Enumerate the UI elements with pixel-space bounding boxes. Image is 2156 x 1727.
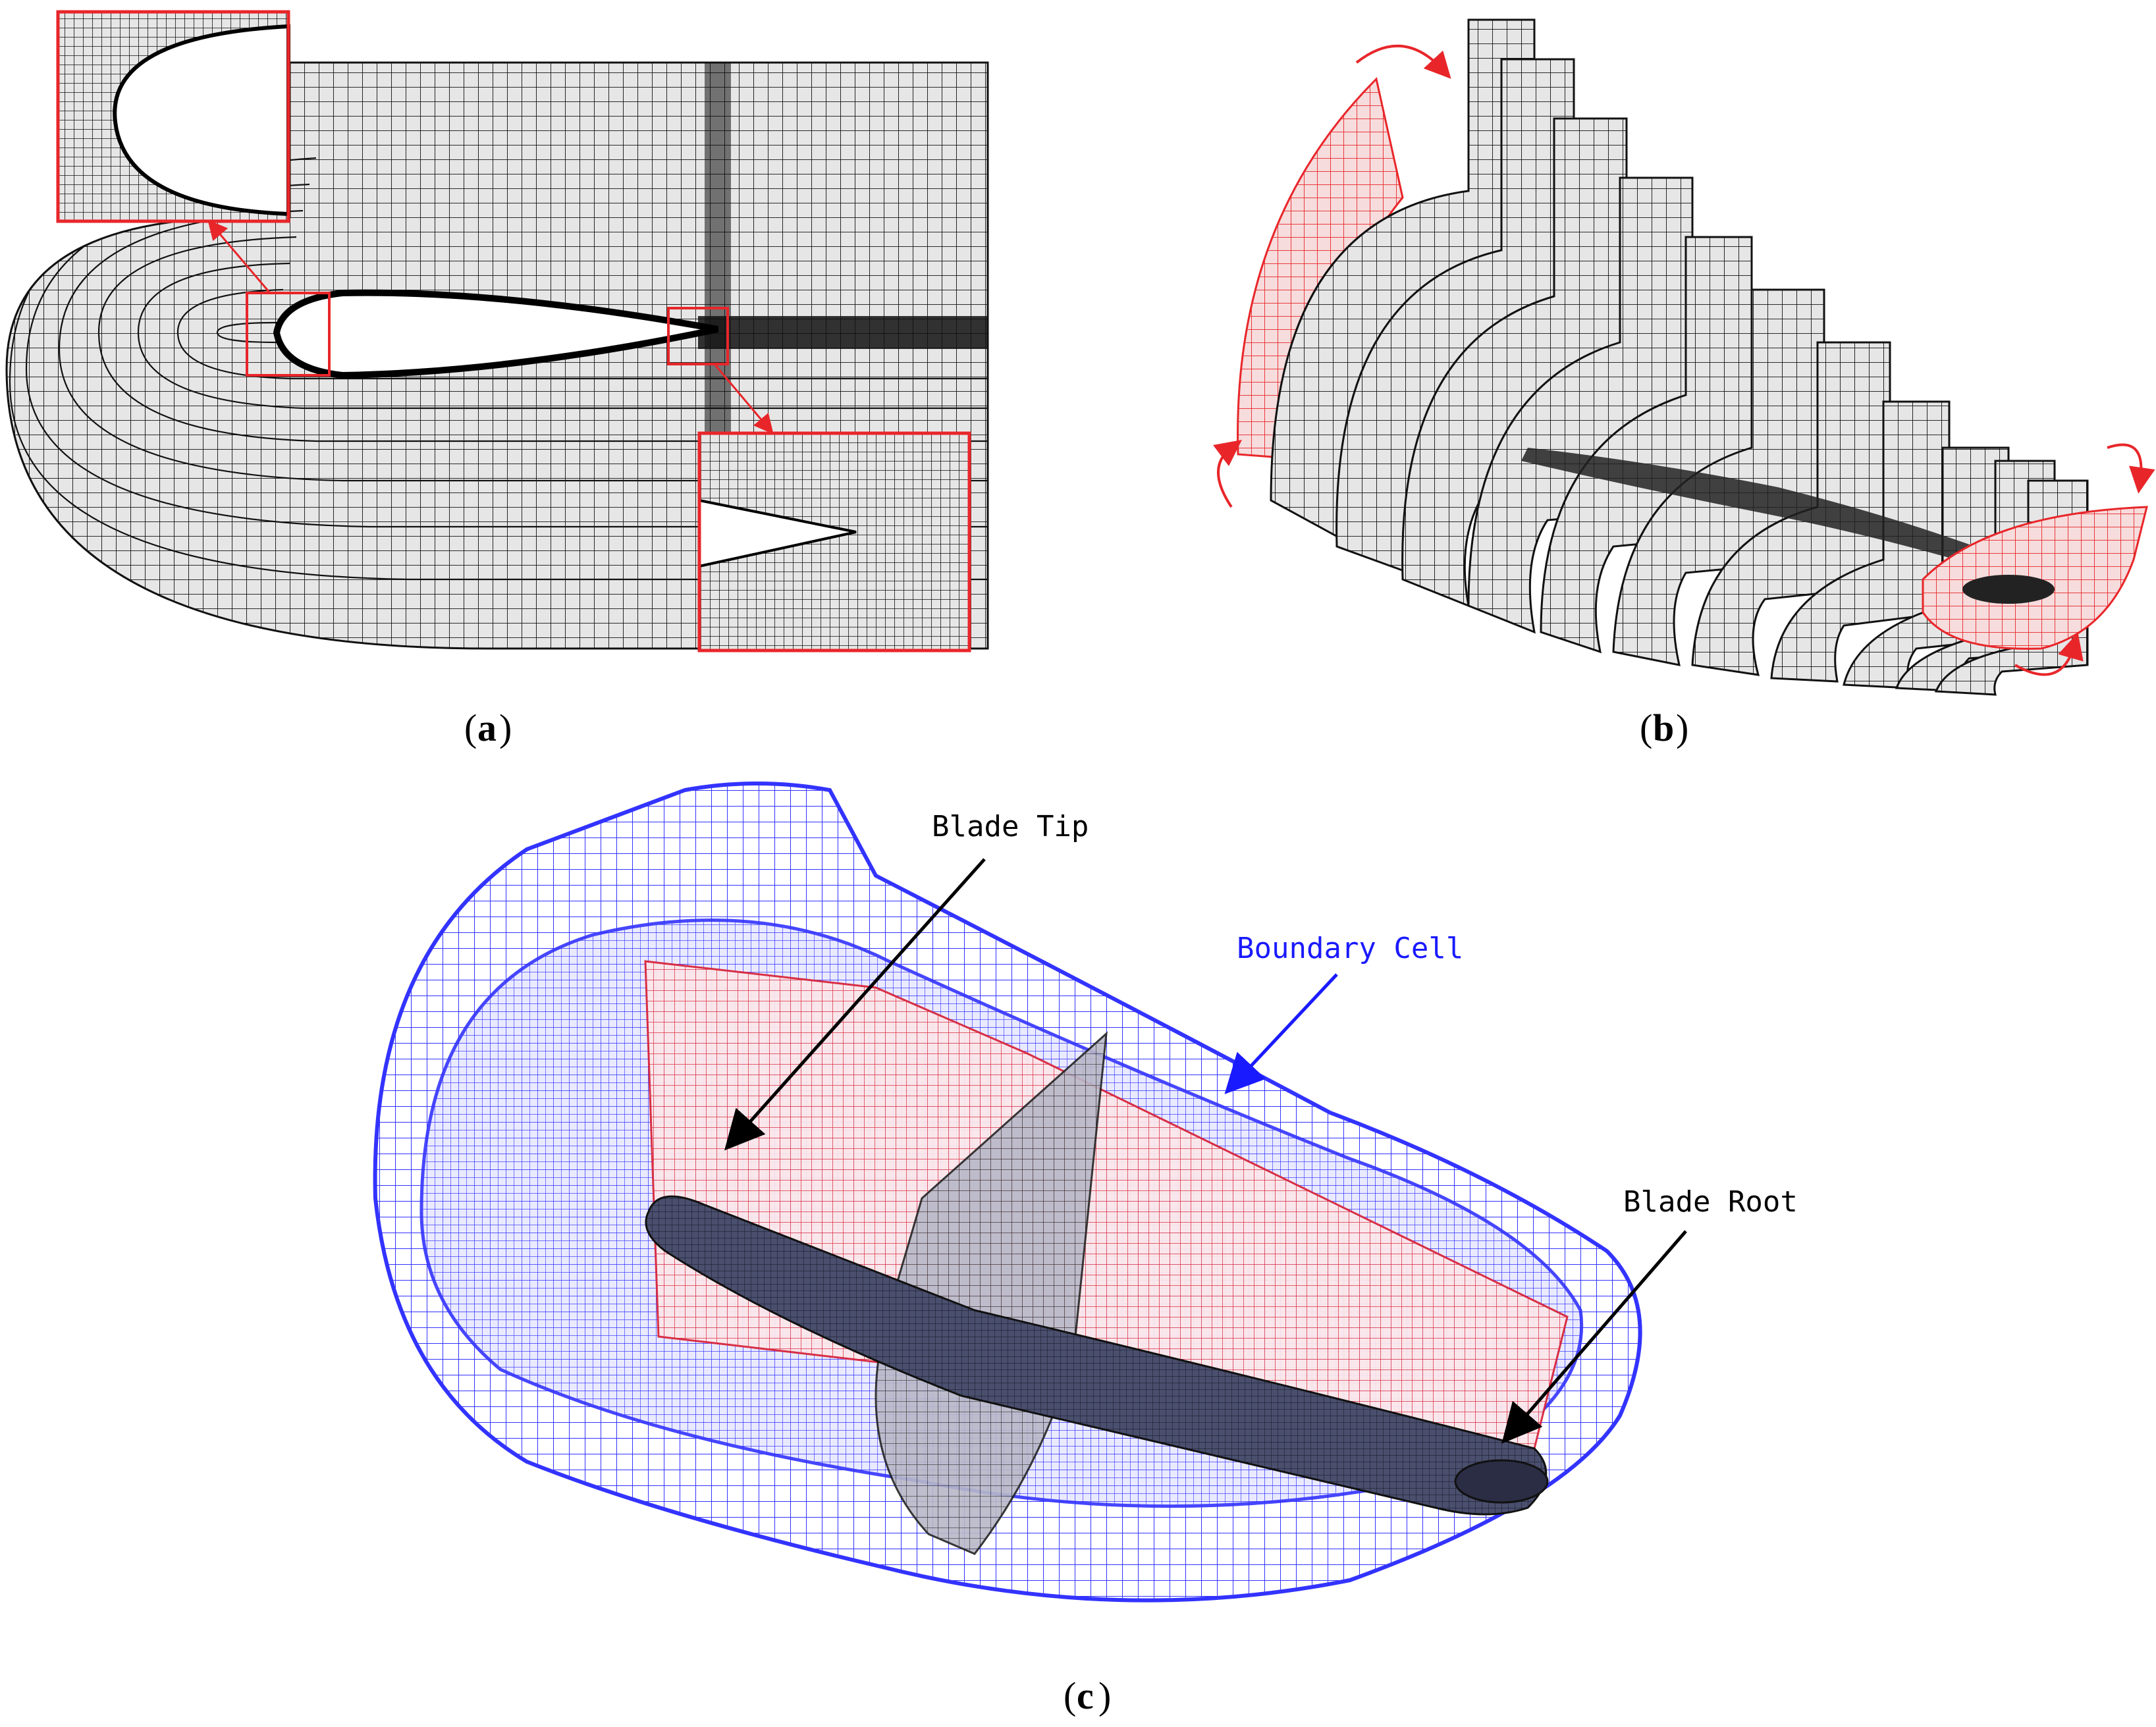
leading-edge-inset: [56, 10, 290, 223]
wake-band: [698, 316, 988, 349]
tip-airfoil: [1962, 575, 2055, 604]
svg-text:): ): [1676, 706, 1688, 749]
caption-a-letter: a: [477, 706, 497, 749]
svg-text:): ): [499, 706, 512, 749]
svg-text:): ): [1098, 1674, 1111, 1717]
cut-plane: [875, 1031, 1108, 1555]
svg-text:(: (: [1640, 706, 1652, 749]
trailing-edge-inset: [697, 431, 971, 652]
panel-b: [1212, 18, 2155, 696]
label-blade-tip: Blade Tip: [932, 810, 1089, 843]
leading-edge-connector: [207, 219, 271, 294]
label-blade-root: Blade Root: [1623, 1185, 1798, 1219]
leading-edge-highlight: [246, 292, 331, 377]
caption-b: ( b ): [1640, 706, 1688, 749]
airfoil-void: [273, 289, 719, 379]
blade-root-cap: [1454, 1459, 1549, 1504]
panel-a: [5, 10, 989, 652]
caption-c-letter: c: [1077, 1674, 1094, 1717]
annotation-blade-root: Blade Root: [1501, 1185, 1798, 1444]
caption-c: ( c ): [1064, 1674, 1111, 1717]
rotation-arrows: [1212, 44, 2155, 676]
trailing-edge-connector: [713, 363, 774, 435]
trailing-edge-highlight: [667, 307, 729, 365]
panel-c: Blade Tip Boundary Cell Blade Root: [373, 782, 1798, 1603]
annotation-boundary-cell: Boundary Cell: [1224, 932, 1463, 1094]
svg-text:(: (: [1064, 1674, 1076, 1717]
label-boundary-cell: Boundary Cell: [1237, 932, 1463, 965]
blade-core: [1521, 448, 2028, 579]
caption-b-letter: b: [1653, 706, 1674, 749]
svg-text:(: (: [464, 706, 477, 749]
caption-a: ( a ): [464, 706, 512, 749]
annotation-blade-tip: Blade Tip: [724, 810, 1089, 1151]
section-stack: [1270, 18, 2089, 696]
